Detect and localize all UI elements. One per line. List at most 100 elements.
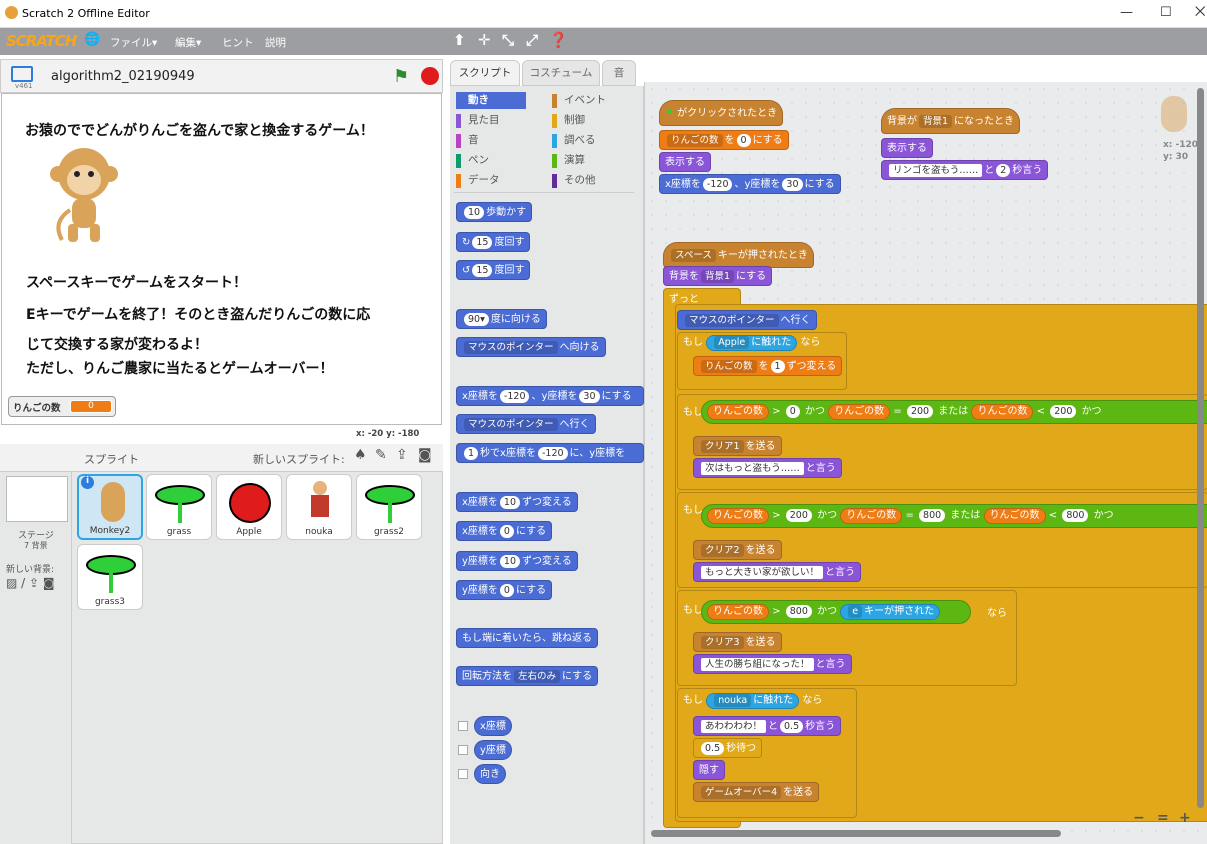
category-looks[interactable]: 見た目 [456, 112, 536, 129]
backdrop-tools-icon[interactable]: ▨ / ⇪ ◙ [6, 576, 55, 590]
language-globe-icon[interactable]: 🌐 [84, 32, 101, 47]
stage-column: ステージ 7 背景 新しい背景: ▨ / ⇪ ◙ [0, 472, 72, 844]
block-show[interactable]: 表示する [659, 152, 711, 172]
hat-green-flag[interactable]: ⚑ がクリックされたとき [659, 100, 784, 126]
shrink-icon[interactable]: ⤢ [526, 31, 539, 49]
sprite-thumb-grass3[interactable]: grass3 [77, 544, 143, 610]
stage-label: ステージ [18, 531, 54, 541]
stage-canvas[interactable]: お猿のででどんがりんごを盗んで家と換金するゲーム！ スペースキーでゲームをスター… [1, 93, 442, 425]
minimize-button[interactable]: — [1120, 5, 1133, 20]
maximize-button[interactable]: ☐ [1160, 5, 1172, 20]
tab-scripts[interactable]: スクリプト [450, 60, 520, 86]
stage-header: v461 algorithm2_02190949 ⚑ [0, 59, 443, 93]
category-sensing[interactable]: 調べる [552, 132, 632, 149]
green-flag-icon[interactable]: ⚑ [393, 66, 410, 87]
category-sound[interactable]: 音 [456, 132, 536, 149]
menu-bar: SCRATCH 🌐 ファイル▾ 編集▾ ヒント 説明 ⬆ ✛ ⤡ ⤢ ❓ [0, 28, 1207, 55]
grow-icon[interactable]: ⤡ [502, 31, 515, 49]
menu-hint[interactable]: ヒント [222, 37, 254, 49]
menu-about[interactable]: 説明 [265, 37, 286, 49]
sprite-thumb-monkey2[interactable]: i Monkey2 [77, 474, 143, 540]
help-icon[interactable]: ❓ [549, 31, 568, 49]
sprite-thumb-nouka[interactable]: nouka [286, 474, 352, 540]
duplicate-stamp-icon[interactable]: ⬆ [453, 31, 466, 49]
category-control[interactable]: 制御 [552, 112, 632, 129]
divider [454, 192, 634, 193]
sprite-library-icon[interactable]: ♠ [354, 447, 367, 463]
category-data[interactable]: データ [456, 172, 536, 189]
paint-sprite-icon[interactable]: ✎ [375, 447, 387, 463]
category-events[interactable]: イベント [552, 92, 632, 109]
variable-monitor[interactable]: りんごの数 0 [8, 396, 116, 417]
camera-sprite-icon[interactable]: ◙ [418, 447, 432, 463]
reporter-x-position[interactable]: x座標 [458, 716, 512, 736]
vertical-scrollbar[interactable] [1197, 88, 1204, 808]
horizontal-scrollbar[interactable] [651, 830, 1061, 837]
block-goto-pointer[interactable]: マウスのポインターへ行く [677, 310, 817, 330]
block-say[interactable]: もっと大きい家が欲しい！と言う [693, 562, 862, 582]
project-name[interactable]: algorithm2_02190949 [51, 69, 195, 84]
category-pen[interactable]: ペン [456, 152, 536, 169]
scratch-logo[interactable]: SCRATCH [6, 32, 77, 50]
monkey-sprite[interactable] [48, 140, 120, 250]
close-button[interactable]: ⨉ [1195, 5, 1206, 20]
zoom-out-icon[interactable]: − [1133, 810, 1145, 826]
fullscreen-icon[interactable] [11, 66, 33, 82]
block-bounce[interactable]: もし端に着いたら、跳ね返る [456, 628, 598, 648]
tab-costumes[interactable]: コスチューム [522, 60, 600, 86]
menu-file[interactable]: ファイル▾ [110, 37, 158, 49]
sprite-thumb-apple[interactable]: Apple [216, 474, 282, 540]
block-point-towards[interactable]: マウスのポインターへ向ける [456, 337, 606, 357]
category-more[interactable]: その他 [552, 172, 632, 189]
stage-thumbnail[interactable] [6, 476, 68, 522]
block-hide[interactable]: 隠す [693, 760, 725, 780]
condition-clear2[interactable]: りんごの数 > 200 かつ りんごの数 = 800 または りんごの数 < 8… [701, 504, 1207, 528]
block-say[interactable]: 人生の勝ち組になった！と言う [693, 654, 852, 674]
hat-key-pressed[interactable]: スペースキーが押されたとき [663, 242, 814, 268]
zoom-in-icon[interactable]: + [1179, 810, 1191, 826]
block-rotation-style[interactable]: 回転方法を左右のみにする [456, 666, 599, 686]
condition-clear1[interactable]: りんごの数 > 0 かつ りんごの数 = 200 または りんごの数 < 200… [701, 400, 1207, 424]
category-motion[interactable]: 動き [456, 92, 526, 109]
block-goto-pointer[interactable]: マウスのポインターへ行く [456, 414, 596, 434]
reporter-direction[interactable]: 向き [458, 764, 506, 784]
category-operators[interactable]: 演算 [552, 152, 632, 169]
sprite-thumb-grass2[interactable]: grass2 [356, 474, 422, 540]
block-show[interactable]: 表示する [881, 138, 933, 158]
stop-icon[interactable] [421, 67, 439, 85]
mouse-coords: x: -20 y: -180 [356, 429, 420, 439]
zoom-reset-icon[interactable]: = [1157, 810, 1169, 826]
sprite-thumb-grass[interactable]: grass [146, 474, 212, 540]
delete-scissors-icon[interactable]: ✛ [478, 31, 491, 49]
block-point-direction[interactable]: 90▾度に向ける [456, 309, 547, 329]
tab-sounds[interactable]: 音 [602, 60, 636, 86]
upload-sprite-icon[interactable]: ⇪ [396, 447, 408, 463]
menu-edit[interactable]: 編集▾ [175, 37, 202, 49]
info-icon[interactable]: i [81, 476, 94, 489]
block-say[interactable]: 次はもっと盗もう……と言う [693, 458, 842, 478]
reporter-y-position[interactable]: y座標 [458, 740, 512, 760]
